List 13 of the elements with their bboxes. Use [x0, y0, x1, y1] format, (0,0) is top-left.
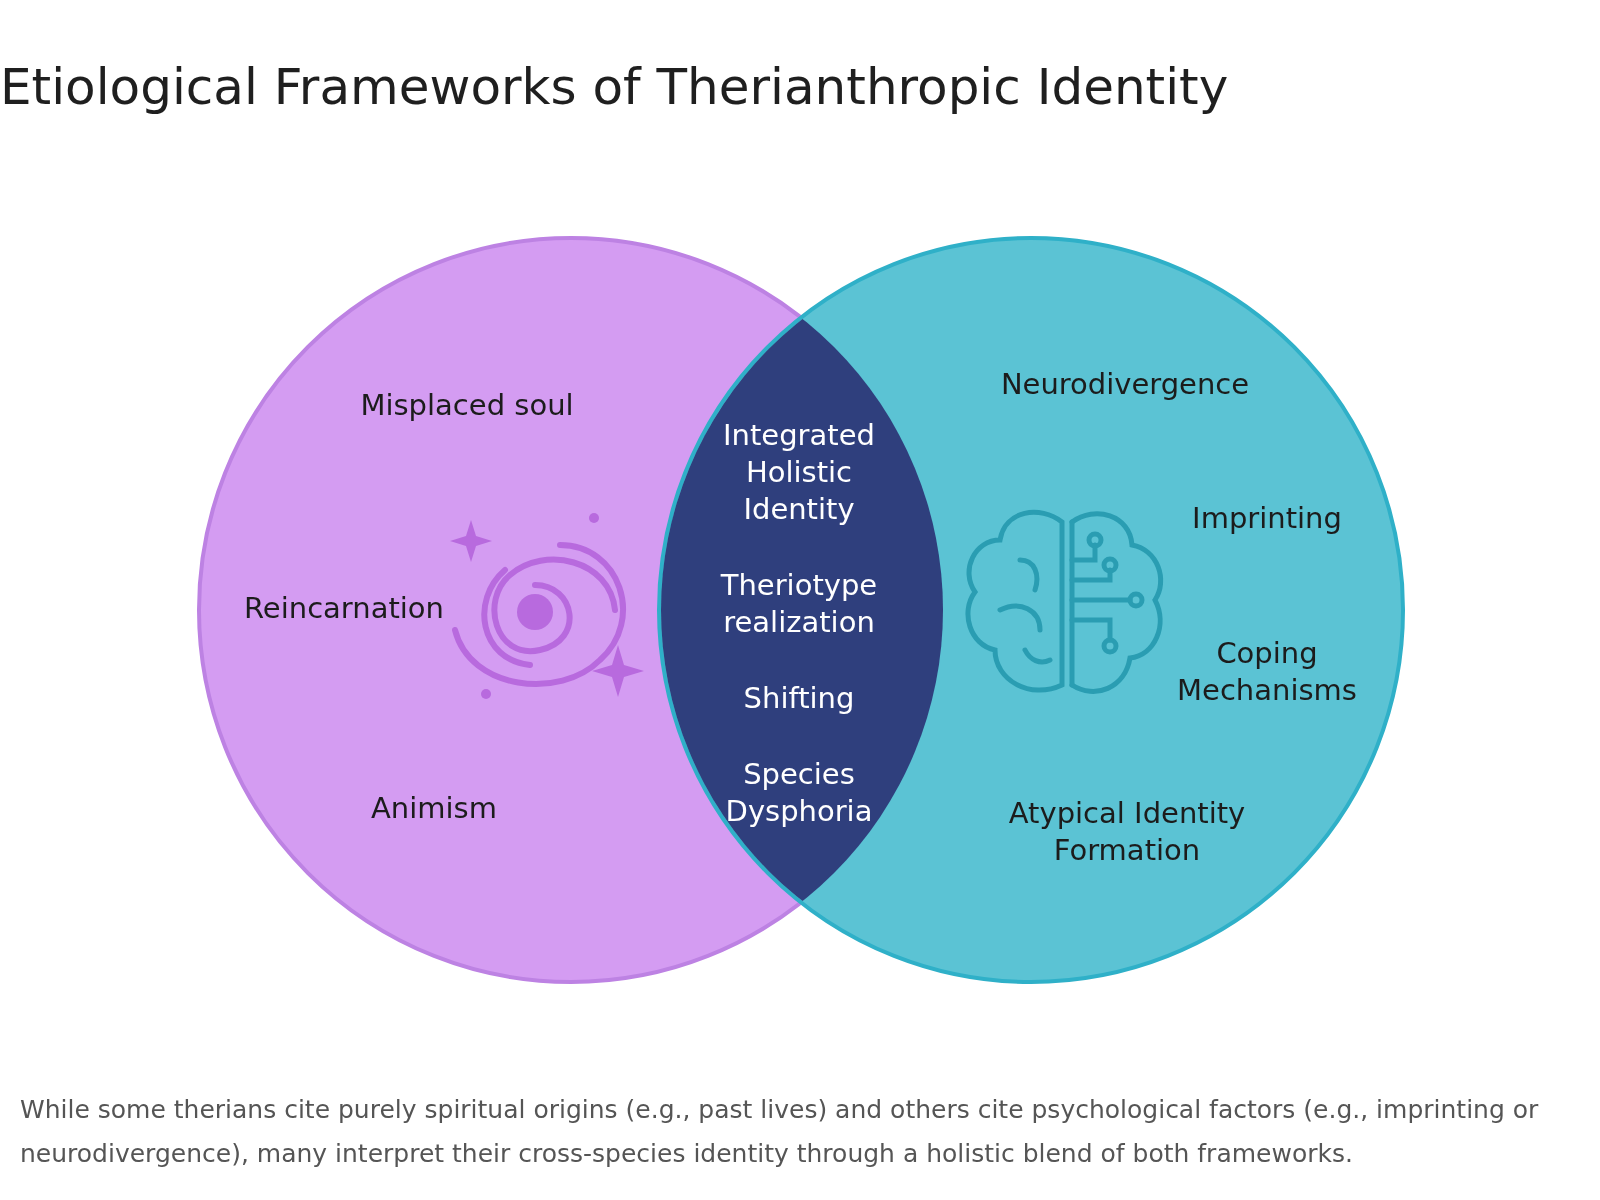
venn-label: Imprinting [1191, 499, 1343, 537]
venn-label: Misplaced soul [359, 386, 575, 424]
venn-label: Theriotype realization [719, 567, 879, 641]
venn-label: Shifting [742, 679, 856, 717]
caption: While some therians cite purely spiritual origins (e.g., past lives) and others cite psychological factors (e.g., imprinting or neurodivergence), many interpret their cross-species identity through a holistic blend of both frameworks. [20, 1094, 1540, 1170]
venn-label: Integrated Holistic Identity [722, 416, 876, 528]
venn-label: Neurodivergence [999, 365, 1251, 403]
venn-label: Atypical Identity Formation [1007, 795, 1247, 869]
venn-label: Coping Mechanisms [1176, 635, 1358, 709]
venn-label: Reincarnation [243, 589, 445, 627]
venn-label: Species Dysphoria [724, 756, 874, 830]
venn-label: Animism [370, 789, 498, 827]
title: Etiological Frameworks of Therianthropic Identity [0, 58, 1229, 116]
